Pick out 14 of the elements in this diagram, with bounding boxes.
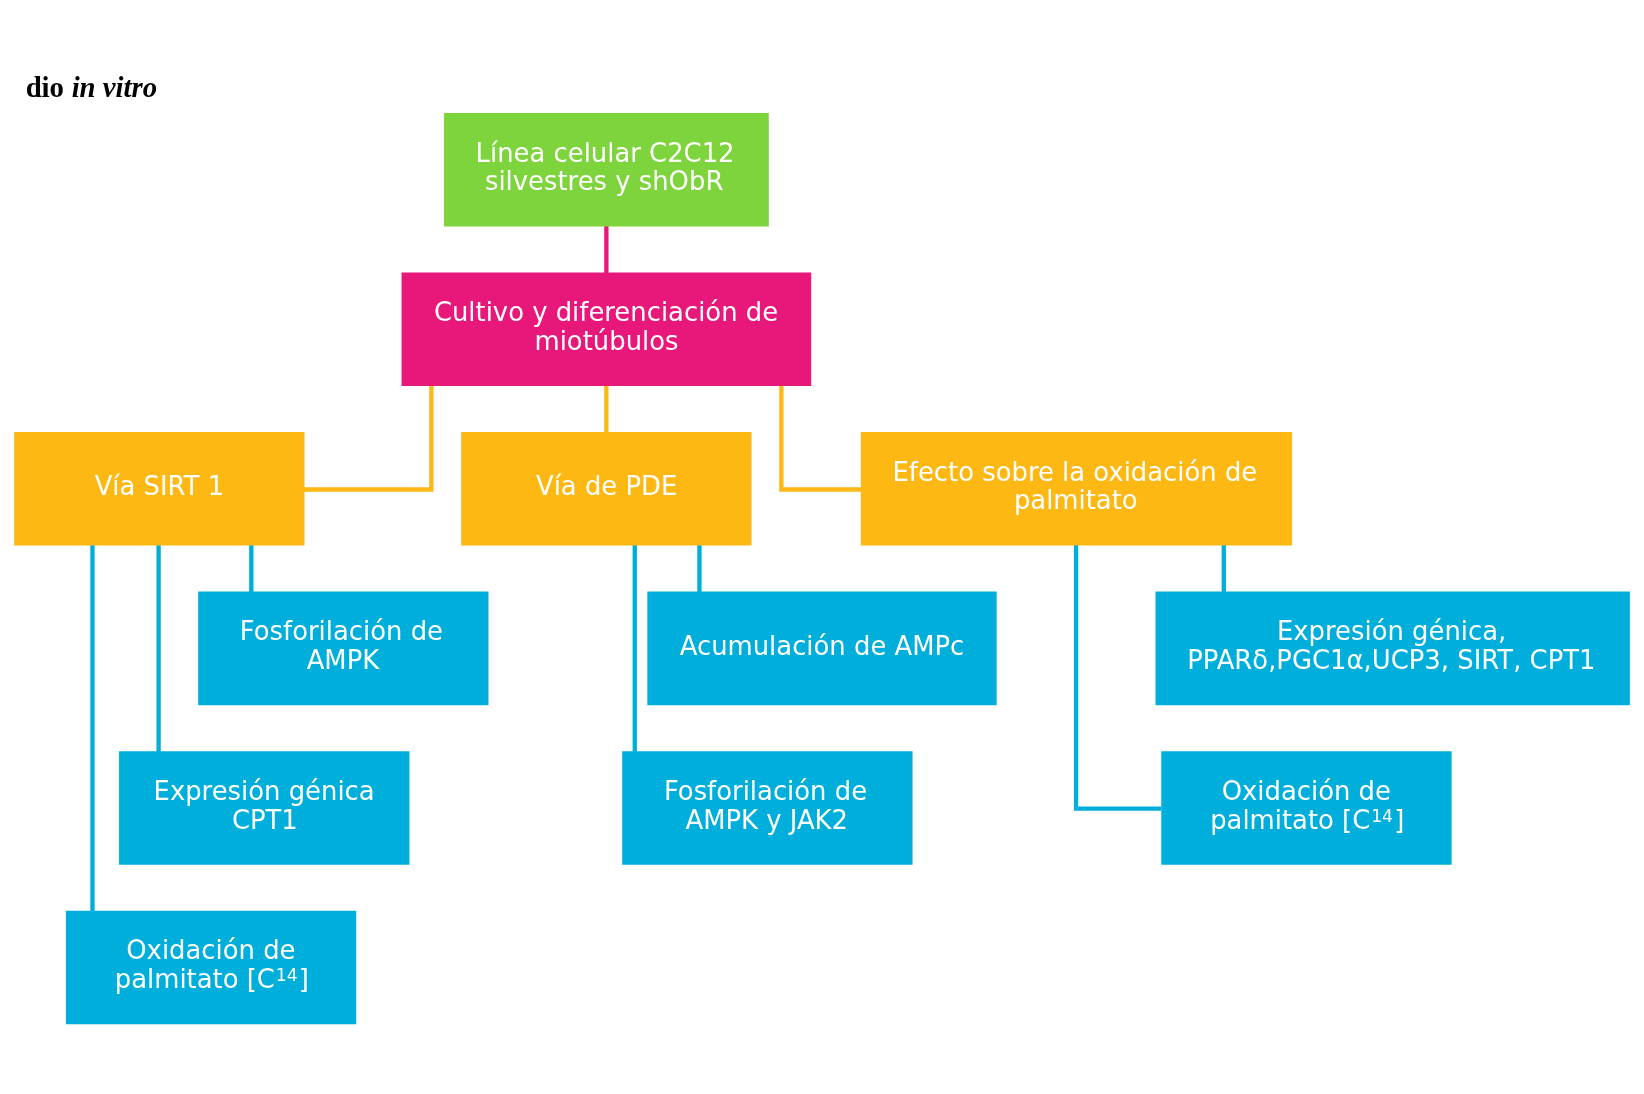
node-box: Acumulación de AMPc: [647, 591, 997, 706]
node-box: Expresión génica CPT1: [119, 751, 410, 865]
connector: [1073, 544, 1162, 811]
node-box: Fosforilación de AMPK: [198, 591, 489, 706]
node-box: Expresión génica, PPARδ,PGC1α,UCP3, SIRT, CPT1: [1155, 591, 1630, 706]
node-box: Fosforilación de AMPK y JAK2: [622, 751, 913, 865]
connector: [604, 225, 609, 274]
connector: [604, 385, 609, 433]
node-box: Efecto sobre la oxidación de palmitato: [860, 432, 1293, 546]
node-box: Cultivo y diferenciación de miotúbulos: [401, 272, 812, 386]
diagram-title: dio in vitro: [25, 71, 158, 104]
node-box: Línea celular C2C12 silvestres y shObR: [443, 112, 769, 227]
node-box: Vía de PDE: [461, 432, 752, 546]
node-box: Vía SIRT 1: [14, 432, 305, 546]
